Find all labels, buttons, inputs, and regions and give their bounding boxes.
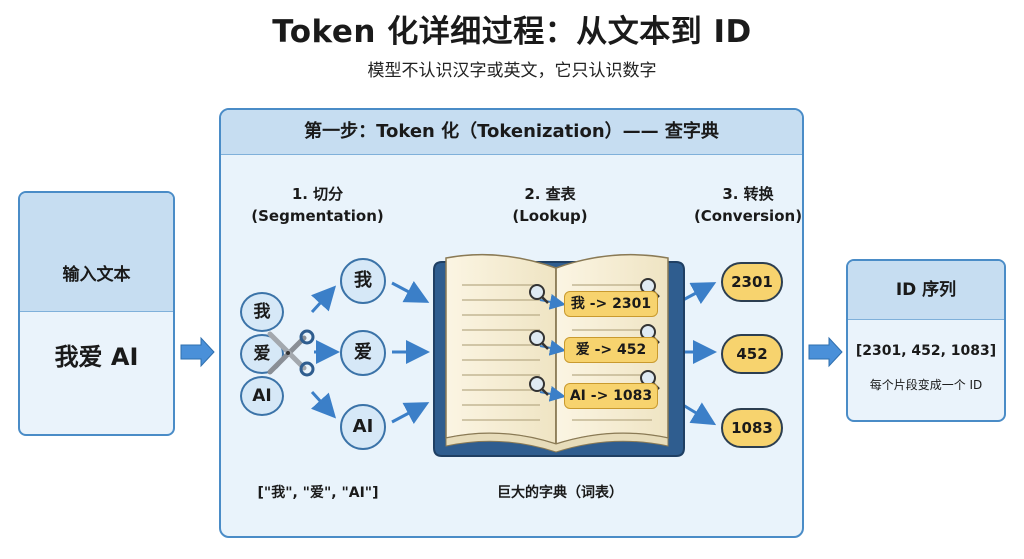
dictionary-caption: 巨大的字典（词表） xyxy=(497,485,623,501)
input-char-circle: AI xyxy=(240,376,284,416)
tokens-caption: ["我", "爱", "AI"] xyxy=(257,485,379,501)
arrow-icon xyxy=(808,336,843,368)
input-char-circle: 我 xyxy=(240,292,284,332)
panel-title: 第一步：Token 化（Tokenization）—— 查字典 xyxy=(221,110,802,155)
id-sequence-box: ID 序列 [2301, 452, 1083] 每个片段变成一个 ID xyxy=(846,259,1006,422)
id-badge: 452 xyxy=(721,334,783,374)
input-text-box: 输入文本 我爱 AI xyxy=(18,191,175,436)
dictionary-entry: AI -> 1083 xyxy=(564,383,658,409)
magnifier-icon xyxy=(529,284,549,304)
input-text-value: 我爱 AI xyxy=(54,343,139,371)
page-title: Token 化详细过程：从文本到 ID xyxy=(272,14,752,50)
token-circle: 爱 xyxy=(340,330,386,376)
arrow-icon xyxy=(180,336,215,368)
magnifier-icon xyxy=(529,330,549,350)
step-segmentation-label: 1. 切分 (Segmentation) xyxy=(251,185,384,225)
id-sequence-value: [2301, 452, 1083] xyxy=(855,343,997,359)
token-circle: 我 xyxy=(340,258,386,304)
id-badge: 1083 xyxy=(721,408,783,448)
step-conversion-label: 3. 转换 (Conversion) xyxy=(693,185,803,225)
input-char-circle: 爱 xyxy=(240,334,284,374)
token-circle: AI xyxy=(340,404,386,450)
magnifier-icon xyxy=(529,376,549,396)
id-sequence-note: 每个片段变成一个 ID xyxy=(869,378,983,392)
arrow-icon xyxy=(310,280,717,426)
scissors-icon xyxy=(267,329,315,377)
id-sequence-title: ID 序列 xyxy=(848,261,1004,320)
page-subtitle: 模型不认识汉字或英文，它只认识数字 xyxy=(367,61,657,81)
step-lookup-label: 2. 查表 (Lookup) xyxy=(512,185,588,225)
dictionary-entry: 我 -> 2301 xyxy=(564,291,658,317)
input-text-title: 输入文本 xyxy=(20,193,173,312)
id-badge: 2301 xyxy=(721,262,783,302)
dictionary-entry: 爱 -> 452 xyxy=(564,337,658,363)
